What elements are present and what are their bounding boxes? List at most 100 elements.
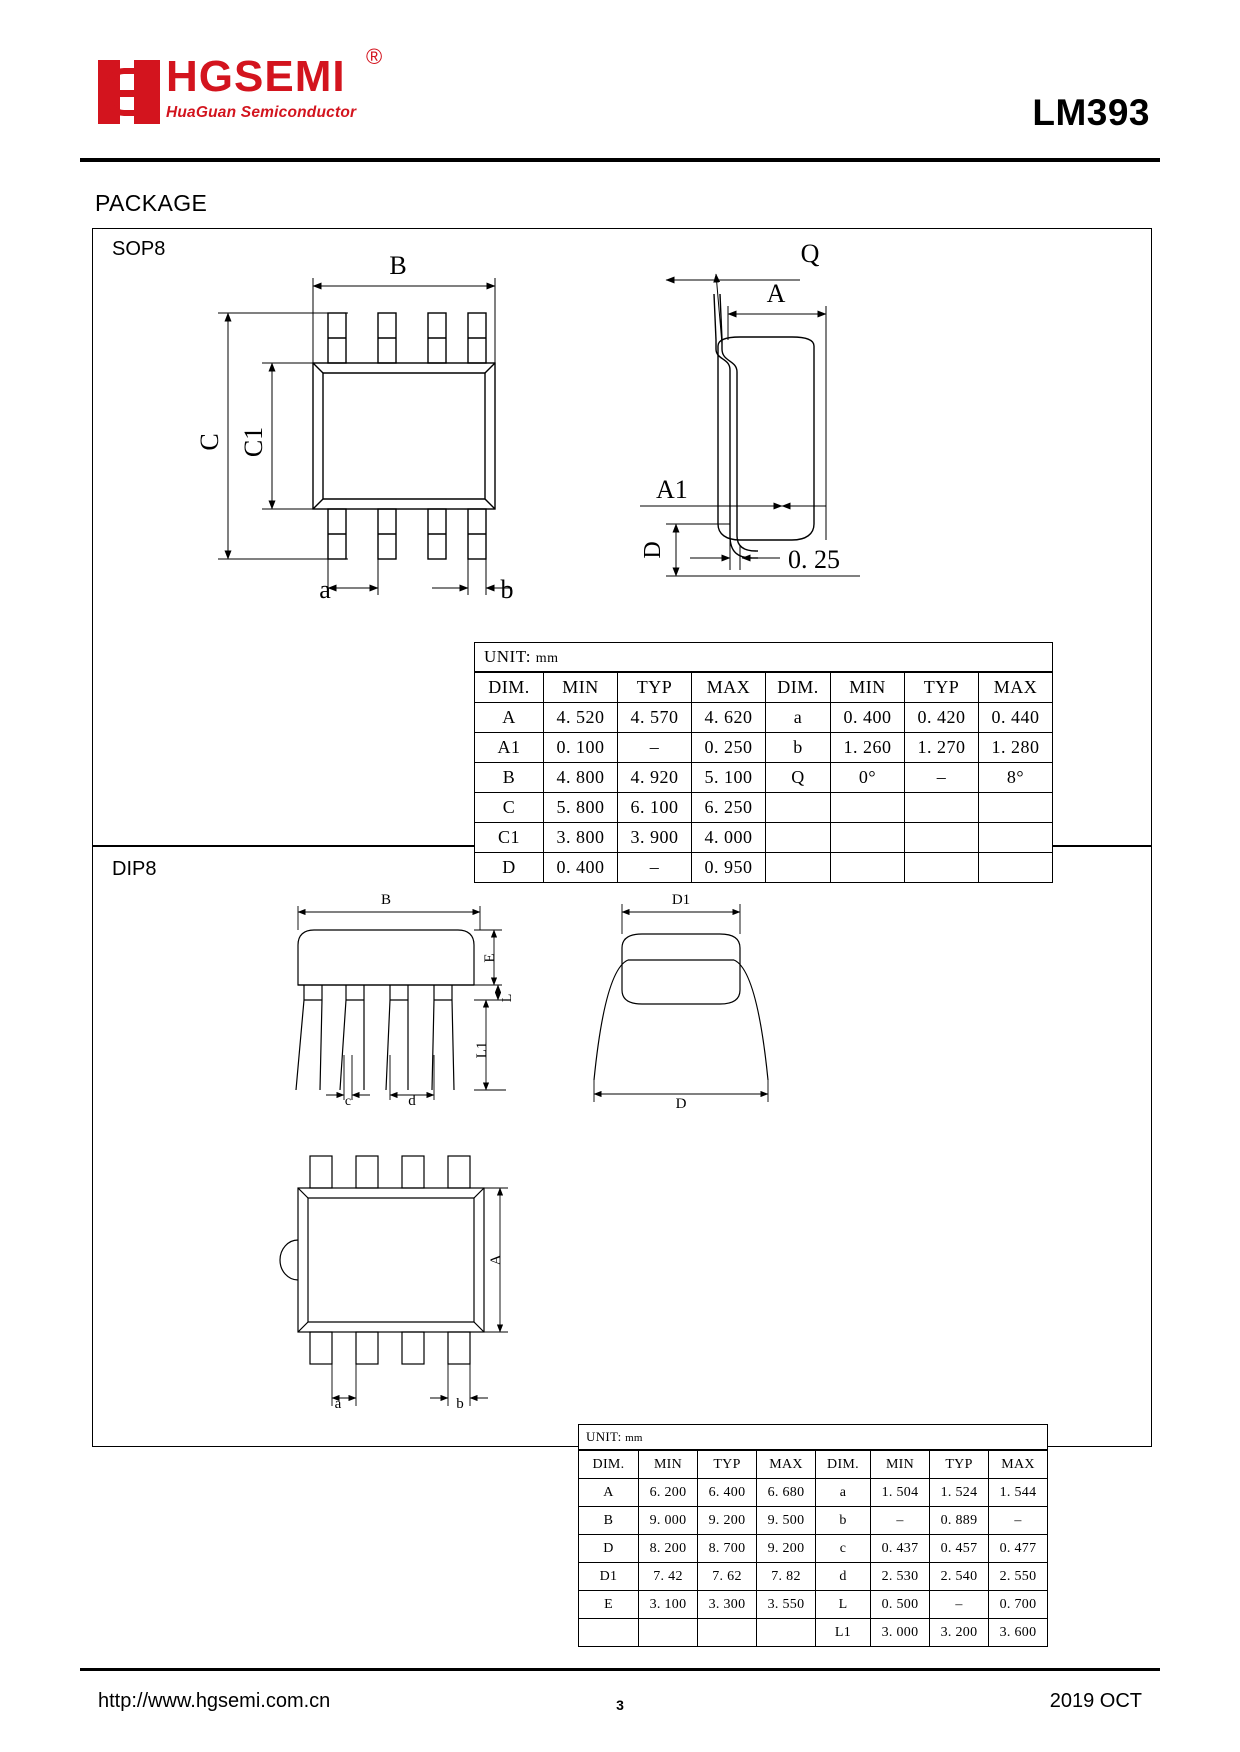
cell: 1. 260 xyxy=(830,732,905,763)
cell: b xyxy=(815,1506,871,1535)
cell: 6. 250 xyxy=(691,792,766,823)
cell: 0. 950 xyxy=(691,852,766,883)
table-row: A 4. 520 4. 570 4. 620 a 0. 400 0. 420 0… xyxy=(474,702,1053,733)
col-header-dim-right: DIM. xyxy=(765,671,831,703)
cell xyxy=(765,852,831,883)
dip8-dim-d-depth-label: D xyxy=(676,1096,687,1112)
col-header-typ-left: TYP xyxy=(617,671,692,703)
cell xyxy=(578,1618,639,1647)
col-header-dim-right: DIM. xyxy=(815,1449,871,1479)
cell: 1. 524 xyxy=(929,1478,989,1507)
cell: 0. 700 xyxy=(988,1590,1048,1619)
cell: 0° xyxy=(830,762,905,793)
cell: 5. 800 xyxy=(543,792,618,823)
sop8-dimension-table: UNIT: mm DIM. MIN TYP MAX DIM. MIN TYP M… xyxy=(474,642,1053,883)
col-header-max-left: MAX xyxy=(756,1449,816,1479)
cell: 1. 280 xyxy=(978,732,1053,763)
cell: A xyxy=(474,702,544,733)
cell: 6. 400 xyxy=(697,1478,757,1507)
col-header-typ-left: TYP xyxy=(697,1449,757,1479)
part-number: LM393 xyxy=(1032,92,1150,133)
unit-label: UNIT: xyxy=(484,647,531,666)
cell: Q xyxy=(765,762,831,793)
cell: – xyxy=(988,1506,1048,1535)
cell: B xyxy=(578,1506,639,1535)
cell: 0. 250 xyxy=(691,732,766,763)
cell: L1 xyxy=(815,1618,871,1647)
cell: b xyxy=(765,732,831,763)
cell: 3. 900 xyxy=(617,822,692,853)
cell: B xyxy=(474,762,544,793)
cell: 0. 457 xyxy=(929,1534,989,1563)
cell xyxy=(978,852,1053,883)
cell xyxy=(756,1618,816,1647)
sop8-dim-a-label: A xyxy=(767,279,786,308)
sop8-table-unit-row: UNIT: mm xyxy=(474,642,1053,673)
cell: 0. 100 xyxy=(543,732,618,763)
cell xyxy=(978,822,1053,853)
cell: 3. 300 xyxy=(697,1590,757,1619)
sop8-dim-a-label: a xyxy=(319,575,331,604)
table-row: L1 3. 000 3. 200 3. 600 xyxy=(578,1618,1048,1647)
dip8-dim-c-label: c xyxy=(345,1094,351,1109)
cell: 3. 000 xyxy=(870,1618,930,1647)
cell: 2. 540 xyxy=(929,1562,989,1591)
cell: 9. 200 xyxy=(756,1534,816,1563)
dip8-dim-b-width-label: b xyxy=(456,1396,464,1412)
sop8-table-header-row: DIM. MIN TYP MAX DIM. MIN TYP MAX xyxy=(474,671,1053,703)
footer-divider xyxy=(80,1668,1160,1671)
table-row: D 8. 200 8. 700 9. 200 c 0. 437 0. 457 0… xyxy=(578,1534,1048,1563)
table-row: D 0. 400 – 0. 950 xyxy=(474,852,1053,883)
cell: A xyxy=(578,1478,639,1507)
company-logo: HGSEMI HuaGuan Semiconductor ® xyxy=(98,44,382,124)
cell: 3. 200 xyxy=(929,1618,989,1647)
cell xyxy=(904,822,979,853)
dip8-dim-l1-label: L1 xyxy=(474,1042,490,1059)
dip8-dim-a-label: A xyxy=(488,1254,504,1265)
table-row: C1 3. 800 3. 900 4. 000 xyxy=(474,822,1053,853)
col-header-min-right: MIN xyxy=(830,671,905,703)
page-title: PACKAGE xyxy=(95,190,208,216)
table-row: B 9. 000 9. 200 9. 500 b – 0. 889 – xyxy=(578,1506,1048,1535)
cell: a xyxy=(765,702,831,733)
cell xyxy=(697,1618,757,1647)
cell: 4. 800 xyxy=(543,762,618,793)
cell: D xyxy=(474,852,544,883)
cell xyxy=(904,852,979,883)
dip8-side-view-drawing: D1 D xyxy=(593,892,769,1112)
sop8-dim-c-label: C xyxy=(195,433,224,450)
cell xyxy=(638,1618,698,1647)
cell: 1. 270 xyxy=(904,732,979,763)
footer-url[interactable]: http://www.hgsemi.com.cn xyxy=(98,1690,331,1712)
cell xyxy=(830,822,905,853)
hgsemi-logo-icon xyxy=(98,60,160,124)
page-number: 3 xyxy=(616,1697,624,1713)
cell: a xyxy=(815,1478,871,1507)
table-row: C 5. 800 6. 100 6. 250 xyxy=(474,792,1053,823)
cell: E xyxy=(578,1590,639,1619)
cell xyxy=(830,792,905,823)
dip8-dim-d-label: d xyxy=(408,1093,416,1109)
sop8-dim-c1-label: C1 xyxy=(239,427,268,457)
cell: 0. 420 xyxy=(904,702,979,733)
sop8-dim-b-label: B xyxy=(389,251,406,280)
cell: – xyxy=(870,1506,930,1535)
cell: D1 xyxy=(578,1562,639,1591)
cell: 6. 200 xyxy=(638,1478,698,1507)
cell: 4. 000 xyxy=(691,822,766,853)
dip8-top-view-drawing: A a b xyxy=(279,1155,508,1412)
dip8-dim-b-label: B xyxy=(381,892,391,908)
sop8-dim-q-label: Q xyxy=(801,239,820,268)
cell: C xyxy=(474,792,544,823)
dip8-dimension-table: UNIT: mm DIM. MIN TYP MAX DIM. MIN TYP M… xyxy=(578,1424,1048,1647)
cell: 8. 700 xyxy=(697,1534,757,1563)
cell: 0. 500 xyxy=(870,1590,930,1619)
col-header-min-left: MIN xyxy=(543,671,618,703)
cell: 6. 100 xyxy=(617,792,692,823)
sop8-dim-a1-label: A1 xyxy=(656,475,688,504)
col-header-dim-left: DIM. xyxy=(578,1449,639,1479)
cell: 1. 544 xyxy=(988,1478,1048,1507)
sop8-side-view-drawing: Q A A1 D 0. 25 xyxy=(640,239,860,577)
cell: 7. 82 xyxy=(756,1562,816,1591)
